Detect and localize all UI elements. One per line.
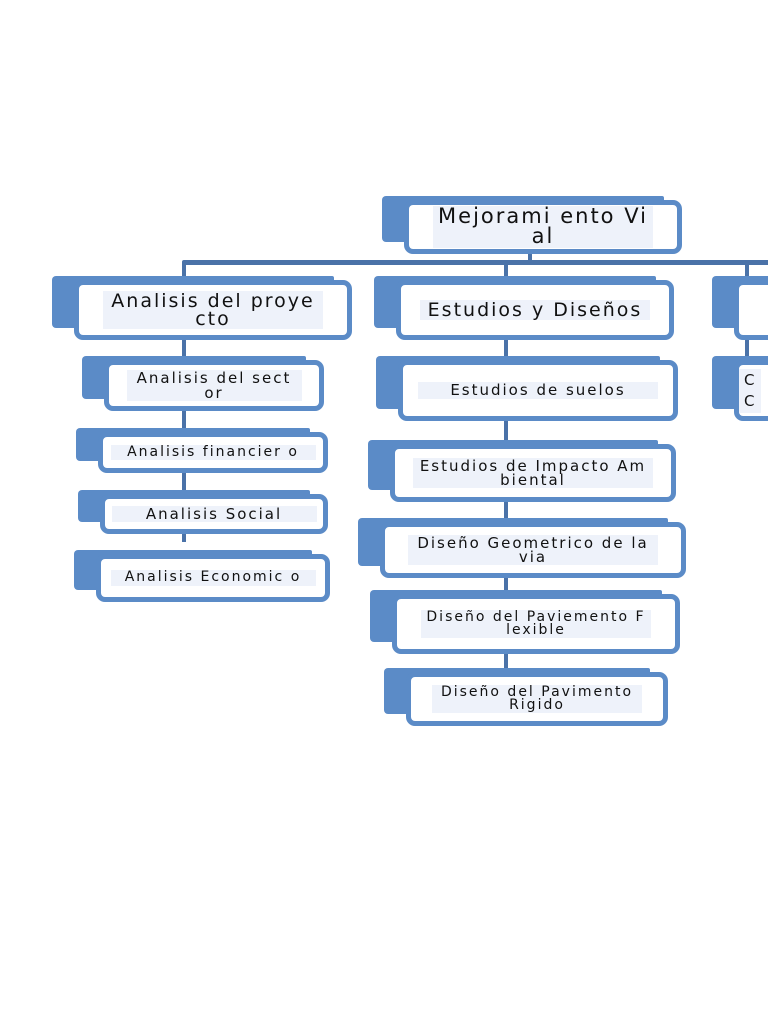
child-node-box: Diseño del Pavimento Rigido — [406, 672, 668, 726]
child-node-box: Analisis del sector — [104, 360, 324, 411]
child-node-diseno-flexible: Diseño del Paviemento Flexible — [370, 590, 680, 654]
branch-connector-2 — [504, 262, 508, 284]
child-node-analisis-financiero: Analisis financier o — [76, 428, 328, 473]
child-node-box: Analisis Social — [100, 494, 328, 534]
child-node-analisis-economico: Analisis Economic o — [74, 550, 330, 602]
branch-connector-1 — [182, 262, 186, 284]
child-node-analisis-social: Analisis Social — [78, 490, 328, 534]
branch-node-label: Estudios y Diseños — [420, 299, 650, 321]
child-node-box: Estudios de suelos — [398, 360, 678, 421]
child-node-label: Analisis del sector — [126, 370, 302, 401]
branch-bus-line — [182, 260, 768, 265]
child-node-label: Diseño del Paviemento Flexible — [421, 609, 651, 639]
branch-node-box: Analisis del proyecto — [74, 280, 352, 340]
root-node-label: Mejorami ento Vial — [433, 206, 653, 248]
child-node-box: Estudios de Impacto Ambiental — [390, 444, 676, 502]
child-node-analisis-sector: Analisis del sector — [82, 356, 324, 411]
child-node-label: C C — [739, 368, 762, 413]
child-node-label: Diseño del Pavimento Rigido — [432, 684, 642, 714]
child-node-box: Analisis Economic o — [96, 554, 330, 602]
child-node-partial: C C — [712, 356, 768, 421]
child-node-box: C C — [734, 360, 768, 421]
child-node-box: Diseño del Paviemento Flexible — [392, 594, 680, 654]
child-node-label: Analisis Social — [111, 505, 317, 523]
spine-connector-3 — [745, 330, 749, 364]
child-node-label: Analisis financier o — [110, 445, 316, 461]
child-node-label: Analisis Economic o — [110, 570, 316, 586]
child-node-estudios-suelos: Estudios de suelos — [376, 356, 678, 421]
child-node-box: Diseño Geometrico de la via — [380, 522, 686, 578]
branch-node-analisis-proyecto: Analisis del proyecto — [52, 276, 352, 340]
child-node-box: Analisis financier o — [98, 432, 328, 473]
root-node-box: Mejorami ento Vial — [404, 200, 682, 254]
branch-node-box — [734, 280, 768, 340]
spine-connector-2 — [504, 330, 508, 675]
branch-connector-3 — [745, 262, 749, 284]
root-node: Mejorami ento Vial — [382, 196, 682, 254]
branch-node-label: Analisis del proyecto — [103, 290, 323, 330]
branch-node-estudios-disenos: Estudios y Diseños — [374, 276, 674, 340]
child-node-estudios-impacto: Estudios de Impacto Ambiental — [368, 440, 676, 502]
child-node-label: Estudios de suelos — [418, 382, 658, 399]
child-node-label: Estudios de Impacto Ambiental — [413, 457, 653, 489]
root-connector — [528, 248, 532, 264]
branch-node-partial — [712, 276, 768, 340]
child-node-label: Diseño Geometrico de la via — [408, 534, 658, 566]
child-node-diseno-geometrico: Diseño Geometrico de la via — [358, 518, 686, 578]
child-node-diseno-rigido: Diseño del Pavimento Rigido — [384, 668, 668, 726]
branch-node-box: Estudios y Diseños — [396, 280, 674, 340]
